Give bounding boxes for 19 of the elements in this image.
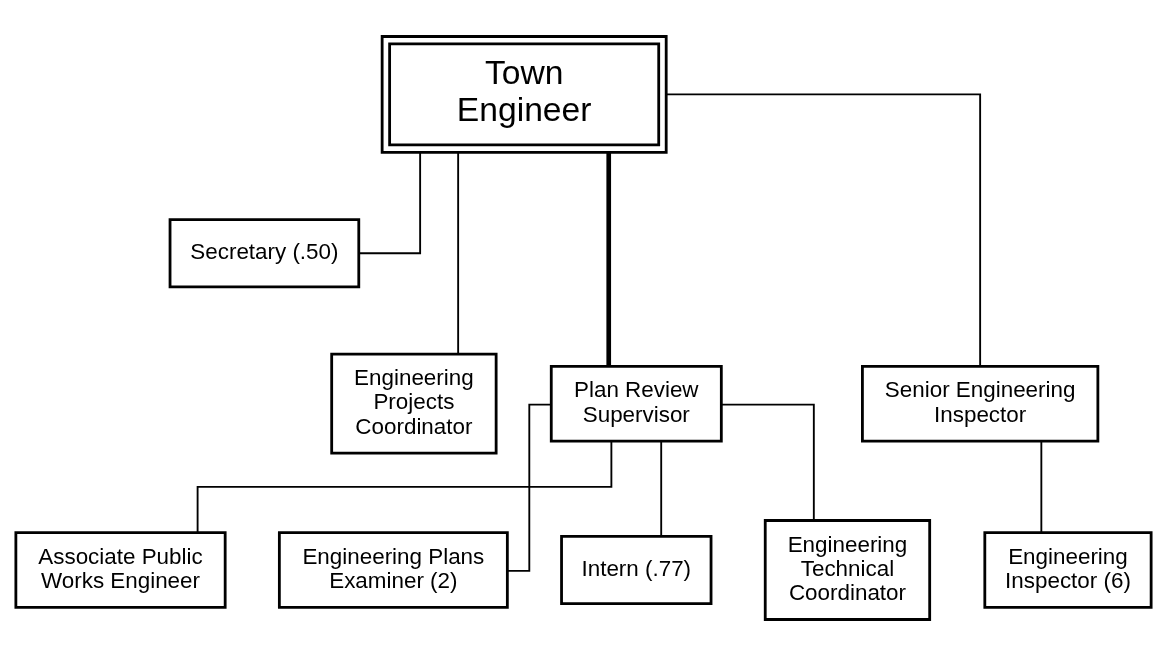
connector — [665, 93, 982, 367]
node-box: Engineering Technical Coordinator — [763, 519, 932, 621]
connector — [606, 152, 612, 367]
node-box: Senior Engineering Inspector — [861, 364, 1100, 443]
connector — [196, 440, 613, 534]
connector — [358, 151, 422, 255]
node-box: Intern (.77) — [560, 534, 713, 606]
node-box: Plan Review Supervisor — [549, 364, 723, 443]
node-box: Town Engineer — [380, 35, 668, 154]
connector — [457, 151, 460, 355]
connector — [1040, 440, 1043, 534]
connector — [506, 403, 552, 572]
connector — [660, 440, 663, 538]
node-box: Engineering Plans Examiner (2) — [277, 531, 509, 609]
node-box: Associate Public Works Engineer — [14, 531, 227, 609]
node-box: Secretary (.50) — [168, 218, 361, 289]
node-box: Engineering Inspector (6) — [983, 531, 1153, 609]
connector — [720, 403, 815, 522]
node-box: Engineering Projects Coordinator — [330, 352, 498, 455]
